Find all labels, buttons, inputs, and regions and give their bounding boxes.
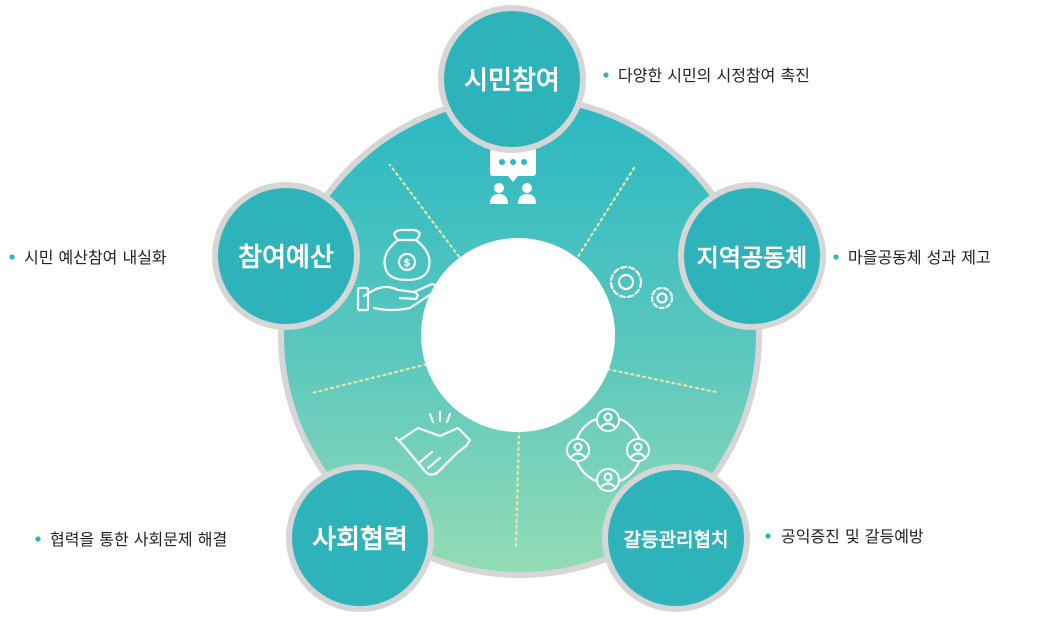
desc-participatory-budget: 시민 예산참여 내실화 <box>9 248 167 267</box>
node-social-cooperation: 사회협력 <box>286 464 434 612</box>
sector-dividers <box>310 163 718 550</box>
bullet-icon <box>9 254 15 260</box>
node-label: 지역공동체 <box>697 244 807 272</box>
description-text: 다양한 시민의 시정참여 촉진 <box>618 66 810 85</box>
divider-line <box>514 428 521 550</box>
description-text: 시민 예산참여 내실화 <box>24 248 167 267</box>
network-people-icon <box>566 408 650 492</box>
divider-line <box>310 361 434 395</box>
desc-social-cooperation: 협력을 통한 사회문제 해결 <box>35 530 227 549</box>
divider-line <box>388 163 468 268</box>
bullet-icon <box>765 533 771 539</box>
handshake-icon <box>394 410 472 476</box>
node-label: 참여예산 <box>238 243 334 273</box>
node-label: 시민참여 <box>464 66 560 96</box>
center-hole <box>421 238 615 432</box>
money-bag-hand-icon: $ <box>356 228 438 312</box>
description-text: 협력을 통한 사회문제 해결 <box>50 530 227 549</box>
desc-citizen-participation: 다양한 시민의 시정참여 촉진 <box>603 66 810 85</box>
node-conflict-governance: 갈등관리협치 <box>602 464 750 612</box>
node-local-community: 지역공동체 <box>678 182 826 330</box>
desc-conflict-governance: 공익증진 및 갈등예방 <box>765 527 924 546</box>
desc-local-community: 마을공동체 성과 제고 <box>833 248 991 267</box>
node-participatory-budget: 참여예산 <box>212 182 360 330</box>
divider-line <box>600 366 718 394</box>
node-label: 갈등관리협치 <box>624 529 729 551</box>
bullet-icon <box>35 536 41 542</box>
gears-icon <box>609 265 674 310</box>
bullet-icon <box>603 72 609 78</box>
node-label: 사회협력 <box>312 525 408 555</box>
bullet-icon <box>833 254 839 260</box>
description-text: 공익증진 및 갈등예방 <box>781 527 924 546</box>
divider-line <box>570 163 638 268</box>
node-citizen-participation: 시민참여 <box>438 5 586 153</box>
svg-text:$: $ <box>403 256 411 269</box>
description-text: 마을공동체 성과 제고 <box>848 248 991 267</box>
chat-people-icon <box>490 148 536 204</box>
